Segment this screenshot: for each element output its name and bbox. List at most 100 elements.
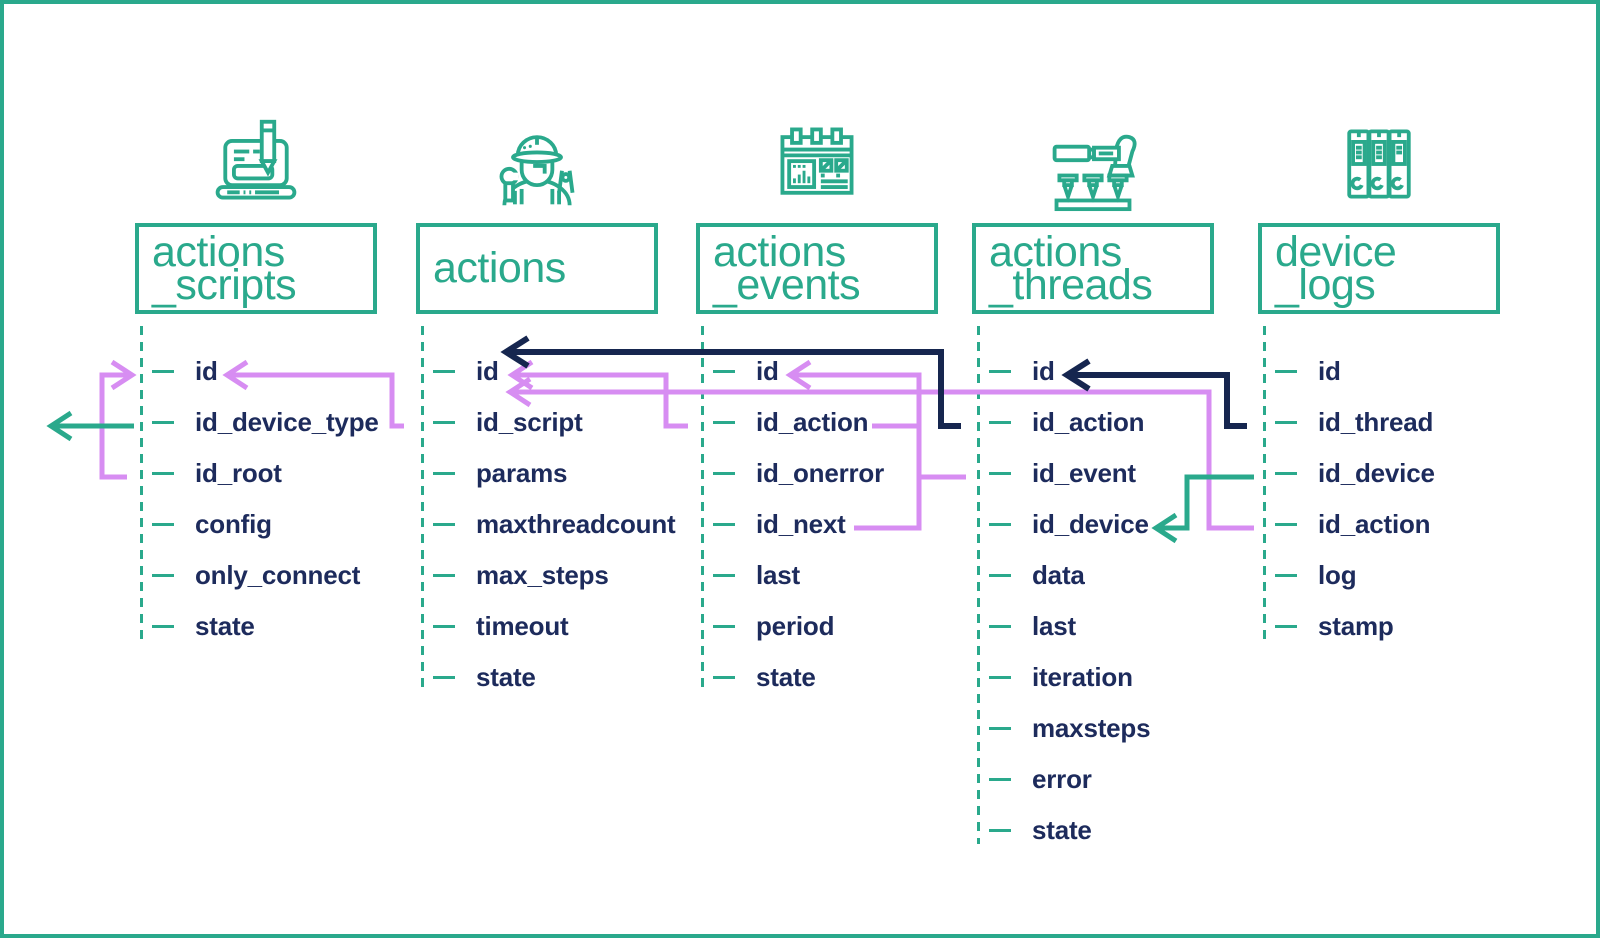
field-actions-maxthreadcount: maxthreadcount [433,506,676,542]
table-header-actions_events: actions_events [696,223,938,314]
field-actions_scripts-id_root: id_root [152,455,282,491]
field-actions_threads-error: error [989,761,1092,797]
field-label: id_device [1318,457,1435,488]
field-device_logs-id_device: id_device [1275,455,1435,491]
field-label: id [476,355,499,386]
calendar-icon [769,116,865,212]
field-tick [989,777,1011,781]
field-tick [152,369,174,373]
field-label: data [1032,559,1085,590]
field-label: id [1032,355,1055,386]
column-dashed-line-actions_events [701,326,704,691]
arrowhead-logs-id_thread-to-threads-id [1061,358,1091,392]
table-header-device_logs: device_logs [1258,223,1500,314]
arrowhead-actions-id_script-to-scripts-id [222,359,249,391]
arrowhead-events-id_action-to-actions-id [507,359,534,391]
field-label: timeout [476,610,569,641]
field-actions-id_script: id_script [433,404,583,440]
hammer-nails-icon [1045,116,1141,212]
field-tick [433,573,455,577]
field-label: id [1318,355,1341,386]
arrowhead-logs-id_device-to-threads-id_device [1151,512,1178,544]
field-actions_threads-maxsteps: maxsteps [989,710,1151,746]
field-label: state [756,661,816,692]
field-actions-timeout: timeout [433,608,569,644]
field-tick [713,675,735,679]
field-label: only_connect [195,559,361,590]
field-tick [989,573,1011,577]
binders-icon [1331,116,1427,212]
table-title-actions_scripts-line2: _scripts [152,260,297,309]
field-actions_threads-id: id [989,353,1055,389]
field-tick [433,624,455,628]
field-actions_scripts-state: state [152,608,255,644]
field-tick [433,471,455,475]
field-device_logs-id: id [1275,353,1341,389]
field-label: state [1032,814,1092,845]
field-actions_events-id: id [713,353,779,389]
field-tick [713,471,735,475]
arrowhead-events-id_next-to-events-id [785,359,812,391]
field-actions_threads-id_device: id_device [989,506,1149,542]
field-label: maxthreadcount [476,508,676,539]
field-label: state [195,610,255,641]
field-actions_events-id_next: id_next [713,506,846,542]
field-tick [713,522,735,526]
field-tick [989,369,1011,373]
table-title-actions_events-line1: actions [713,227,846,276]
table-title-device_logs-line2: _logs [1275,260,1376,309]
field-actions-max_steps: max_steps [433,557,609,593]
field-tick [989,624,1011,628]
arrowhead-threads-id_action-to-actions-id [500,335,530,369]
field-label: id [756,355,779,386]
field-tick [713,624,735,628]
table-title-actions_events-line2: _events [713,260,861,309]
field-actions_events-id_onerror: id_onerror [713,455,884,491]
field-tick [152,522,174,526]
field-device_logs-id_action: id_action [1275,506,1431,542]
field-tick [713,573,735,577]
field-label: id_script [476,406,583,437]
field-label: log [1318,559,1357,590]
field-actions_threads-id_event: id_event [989,455,1136,491]
field-tick [1275,624,1297,628]
column-dashed-line-device_logs [1263,326,1266,640]
field-label: id_action [1318,508,1431,539]
table-header-actions_scripts: actions_scripts [135,223,377,314]
wire-logs-id_device-to-threads-id_device [1156,474,1254,531]
field-tick [433,420,455,424]
field-actions_events-last: last [713,557,800,593]
field-actions_threads-iteration: iteration [989,659,1133,695]
table-title-actions_scripts-line1: actions [152,227,285,276]
field-tick [433,369,455,373]
table-title-actions_threads-line1: actions [989,227,1122,276]
field-label: id_action [756,406,869,437]
field-label: id_device [1032,508,1149,539]
field-tick [152,624,174,628]
field-tick [152,573,174,577]
field-actions_threads-id_action: id_action [989,404,1145,440]
field-label: id_root [195,457,282,488]
field-tick [1275,522,1297,526]
field-tick [1275,369,1297,373]
arrowhead-logs-id_action-to-actions-id [505,376,532,408]
field-tick [989,471,1011,475]
field-label: id_device_type [195,406,379,437]
field-label: config [195,508,272,539]
field-tick [152,420,174,424]
field-label: params [476,457,568,488]
column-dashed-line-actions_scripts [140,326,143,640]
field-tick [152,471,174,475]
field-actions_scripts-id: id [152,353,218,389]
field-tick [1275,573,1297,577]
field-label: id_onerror [756,457,885,488]
field-label: id_thread [1318,406,1434,437]
table-title-actions_threads-line2: _threads [989,260,1153,309]
field-actions_events-period: period [713,608,834,644]
field-tick [989,420,1011,424]
field-tick [713,420,735,424]
table-title-device_logs-line1: device [1275,227,1397,276]
field-actions-id: id [433,353,499,389]
field-device_logs-stamp: stamp [1275,608,1394,644]
